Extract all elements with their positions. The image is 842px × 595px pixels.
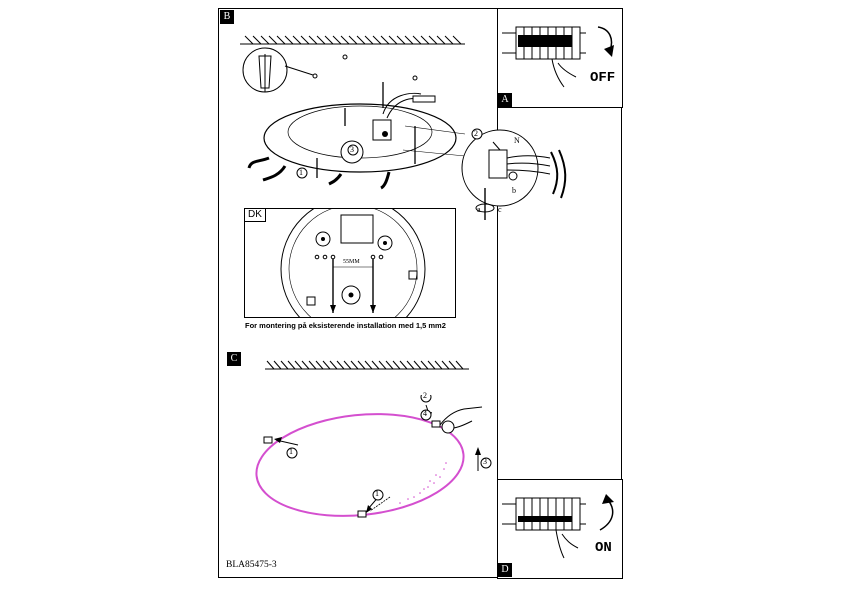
glass-shade-illustration <box>255 395 492 518</box>
switch-on-panel: ON <box>497 479 623 579</box>
dk-dimension-label: 55MM <box>343 259 360 265</box>
step-a-marker: A <box>498 93 512 107</box>
callout-one-mount: 1 <box>299 168 303 177</box>
callout-three-icon <box>347 144 359 156</box>
wire-label-b: b <box>512 186 516 195</box>
base-plate <box>263 103 457 173</box>
ceiling-hatch-lower <box>265 360 469 370</box>
breaker-off-icon <box>502 26 586 88</box>
callout-one-bottom: 1 <box>375 489 379 498</box>
callout-one-left: 1 <box>289 447 293 456</box>
wall-plug-icon <box>258 54 272 92</box>
switch-off-label: OFF <box>590 70 616 86</box>
page-frame <box>218 8 622 578</box>
dk-caption: For montering på eksisterende installati… <box>245 321 446 330</box>
switch-off-panel: OFF <box>497 8 623 108</box>
wiring-detail-illustration <box>461 128 567 220</box>
step-c-marker: C <box>227 352 241 366</box>
ceiling-hatch <box>240 35 465 45</box>
vertical-divider <box>497 8 498 578</box>
callout-one-icon <box>296 167 308 179</box>
wire-label-n: N <box>514 136 520 145</box>
document-code: BLA85475-3 <box>226 560 277 570</box>
breaker-on-icon <box>502 497 586 559</box>
callout-three-mount: 3 <box>350 145 354 154</box>
wire-label-a: a <box>477 205 481 214</box>
wire-label-c: c <box>498 205 502 214</box>
dk-panel: DK 55MM <box>244 208 456 318</box>
dk-tag: DK <box>245 209 266 222</box>
screw-icon <box>316 82 416 178</box>
rotate-arrow-icon <box>597 26 614 57</box>
callout-three-right: 3 <box>483 457 487 466</box>
step-d-marker: D <box>498 563 512 577</box>
callout-two-top: 2 <box>423 391 427 400</box>
rotate-arrow-up-icon <box>599 494 614 531</box>
switch-on-label: ON <box>595 540 612 556</box>
dk-base-illustration <box>280 209 426 317</box>
step-b-marker: B <box>220 10 234 24</box>
callout-four-top: 4 <box>423 409 427 418</box>
callout-two-wiring: 2 <box>474 129 478 138</box>
mounting-illustration <box>240 35 466 190</box>
